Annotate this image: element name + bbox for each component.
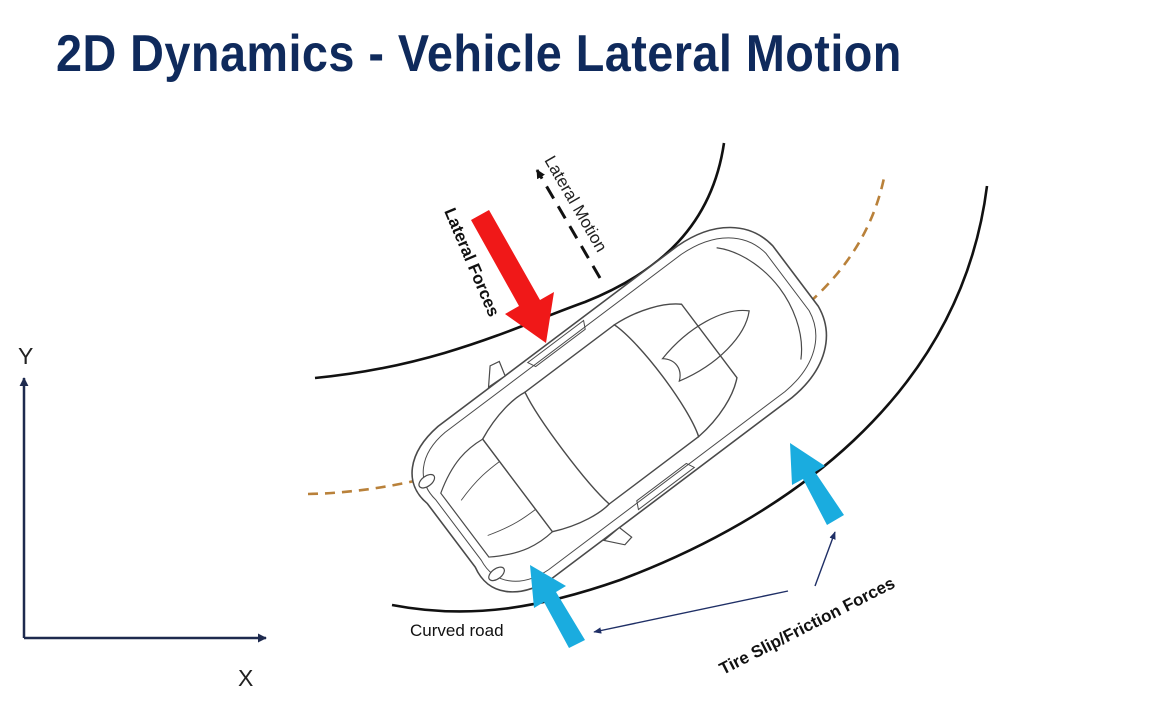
lateral-motion-label: Lateral Motion [541,153,611,256]
car-body-inner [422,237,817,582]
road-outer-edge [314,142,726,380]
car-rear-window [613,303,738,438]
car-rear-fin [661,309,750,383]
friction-force-arrow-front [790,443,844,525]
lateral-motion-indicator: Lateral Motion [535,153,611,279]
y-axis-label: Y [18,343,33,369]
x-axis-label: X [238,665,253,691]
friction-forces-label: Tire Slip/Friction Forces [716,573,898,678]
car-right-vent [636,462,696,511]
car-rear-end [716,247,803,360]
friction-pointer-front [814,531,836,587]
coordinate-axes: Y X [18,343,267,691]
car-left-vent [526,319,586,368]
page-title: 2D Dynamics - Vehicle Lateral Motion [56,25,902,83]
lateral-force-arrow: Lateral Forces [440,205,554,343]
car-top-view-icon [411,226,828,593]
road-inner-edge [391,185,989,613]
car-left-mirror [487,360,506,389]
car-hood-crease [460,461,536,536]
lateral-motion-arrow [535,169,602,279]
friction-force-arrows [530,443,844,648]
car-right-headlight [488,566,505,582]
friction-pointer-rear [593,590,789,634]
car-right-mirror [602,526,633,546]
friction-forces-callout: Tire Slip/Friction Forces [593,531,898,679]
lateral-force-arrow-shape [471,210,554,343]
curved-road-label: Curved road [410,621,504,640]
car-left-headlight [418,473,436,489]
friction-force-arrow-rear [530,565,585,648]
